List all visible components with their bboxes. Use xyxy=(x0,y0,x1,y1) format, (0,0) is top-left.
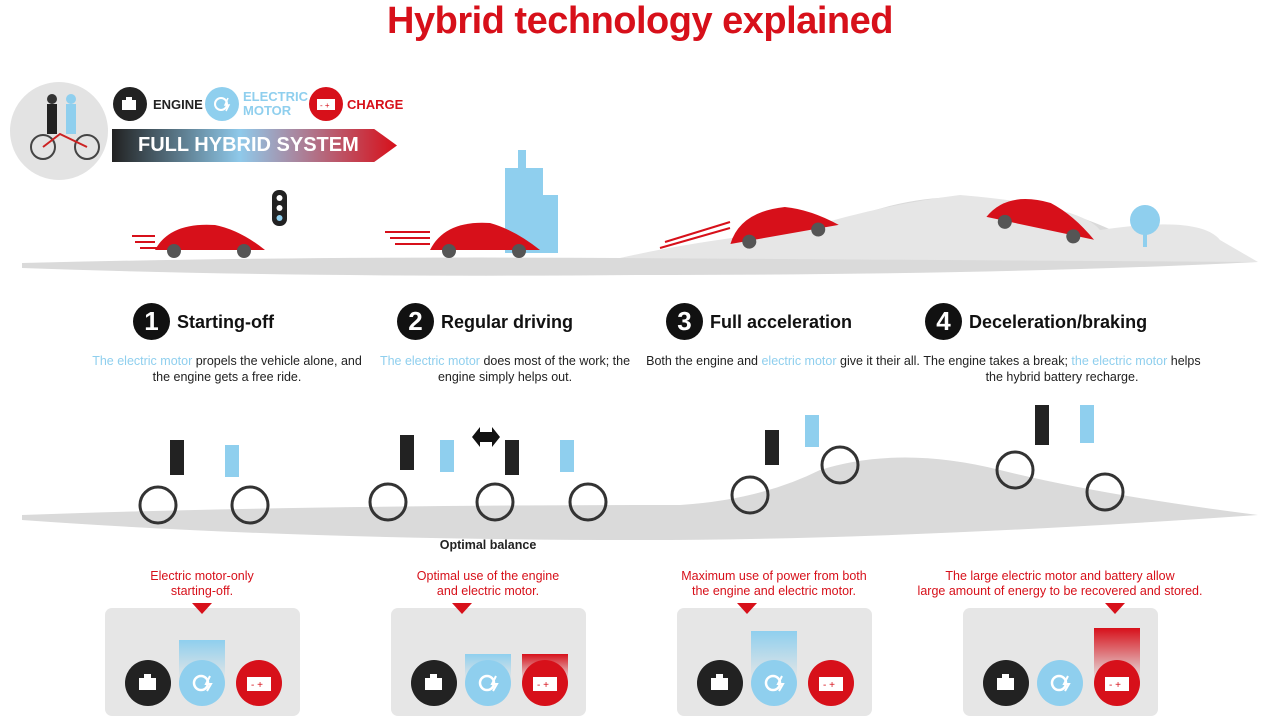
caption-line: large amount of energy to be recovered a… xyxy=(917,584,1203,598)
tandem-logo xyxy=(10,82,108,180)
legend-electric-line2: MOTOR xyxy=(243,103,292,118)
svg-text:- +: - + xyxy=(251,680,263,691)
step-description: The electric motor does most of the work… xyxy=(365,353,645,385)
step-desc-segment: Both the engine and xyxy=(646,354,762,368)
step-desc-segment: the electric motor xyxy=(1071,354,1168,368)
step-desc-segment: does most of the work; the engine simply… xyxy=(437,354,631,384)
tandem-riders xyxy=(170,405,1094,477)
tree-icon xyxy=(1130,205,1160,247)
svg-text:- +: - + xyxy=(320,101,330,110)
caption-line: The large electric motor and battery all… xyxy=(945,569,1175,583)
svg-text:- +: - + xyxy=(537,680,549,691)
svg-text:- +: - + xyxy=(1109,680,1121,691)
step-desc-segment: electric motor xyxy=(761,354,837,368)
caption-line: starting-off. xyxy=(170,584,234,598)
upper-road-far xyxy=(620,195,1258,262)
step-number-badge: 3 xyxy=(666,303,703,340)
step-title: Deceleration/braking xyxy=(969,312,1148,332)
page-title: Hybrid technology explained xyxy=(387,0,893,42)
step-desc-segment: propels the vehicle alone, and the engin… xyxy=(152,354,362,384)
car-icon xyxy=(155,224,265,258)
step-number-badge: 2 xyxy=(397,303,434,340)
legend-engine-label: ENGINE xyxy=(153,97,203,112)
power-panel: - + xyxy=(105,608,300,716)
engine-icon xyxy=(983,660,1029,706)
caption-line: and electric motor. xyxy=(436,584,540,598)
full-hybrid-system-banner: FULL HYBRID SYSTEM xyxy=(112,129,397,162)
step-description: The engine takes a break; the electric m… xyxy=(922,353,1202,385)
electric-motor-icon xyxy=(179,660,225,706)
engine-icon xyxy=(113,87,147,121)
caption-pointer xyxy=(192,603,212,614)
power-panel: - + xyxy=(963,608,1158,716)
optimal-balance-label: Optimal balance xyxy=(439,538,537,552)
speed-lines xyxy=(132,221,731,249)
car-icon xyxy=(730,206,839,249)
balance-arrow-icon xyxy=(472,427,500,447)
legend-charge-label: CHARGE xyxy=(347,97,404,112)
power-panel: - + xyxy=(391,608,586,716)
engine-icon xyxy=(125,660,171,706)
svg-text:- +: - + xyxy=(823,680,835,691)
electric-motor-icon xyxy=(205,87,239,121)
step-description: Both the engine and electric motor give … xyxy=(643,353,923,369)
step-desc-segment: give it their all. xyxy=(836,354,920,368)
battery-charge-icon: - + xyxy=(309,87,343,121)
legend-electric-line1: ELECTRIC xyxy=(243,89,308,104)
step-caption: The large electric motor and battery all… xyxy=(900,569,1220,599)
step-desc-segment: The engine takes a break; xyxy=(923,354,1072,368)
step-desc-segment: The electric motor xyxy=(379,354,480,368)
caption-line: Maximum use of power from both xyxy=(681,569,867,583)
tandem-cyclists xyxy=(138,445,1125,525)
engine-icon xyxy=(411,660,457,706)
electric-motor-icon xyxy=(465,660,511,706)
traffic-light-icon xyxy=(272,190,287,226)
step-number-badge: 1 xyxy=(133,303,170,340)
step-title: Full acceleration xyxy=(710,312,853,332)
caption-pointer xyxy=(1105,603,1125,614)
electric-motor-icon xyxy=(751,660,797,706)
step-desc-segment: The electric motor xyxy=(92,354,193,368)
step-number-badge: 4 xyxy=(925,303,962,340)
caption-line: the engine and electric motor. xyxy=(692,584,856,598)
step-desc-segment: helps the hybrid battery recharge. xyxy=(985,354,1201,384)
car-icon xyxy=(986,199,1095,244)
step-title: Starting-off xyxy=(177,312,274,332)
step-description: The electric motor propels the vehicle a… xyxy=(87,353,367,385)
step-title: Regular driving xyxy=(441,312,574,332)
caption-line: Electric motor-only xyxy=(150,569,254,583)
tandem-bike-icon xyxy=(30,94,100,160)
car-icon xyxy=(430,222,540,258)
caption-pointer xyxy=(452,603,472,614)
caption-pointer xyxy=(737,603,757,614)
lower-road xyxy=(22,457,1258,540)
caption-line: Optimal use of the engine xyxy=(416,569,560,583)
power-panel: - + xyxy=(677,608,872,716)
electric-motor-icon xyxy=(1037,660,1083,706)
battery-charge-icon: - + xyxy=(522,660,568,706)
battery-charge-icon: - + xyxy=(808,660,854,706)
battery-charge-icon: - + xyxy=(1094,660,1140,706)
engine-icon xyxy=(697,660,743,706)
battery-charge-icon: - + xyxy=(236,660,282,706)
